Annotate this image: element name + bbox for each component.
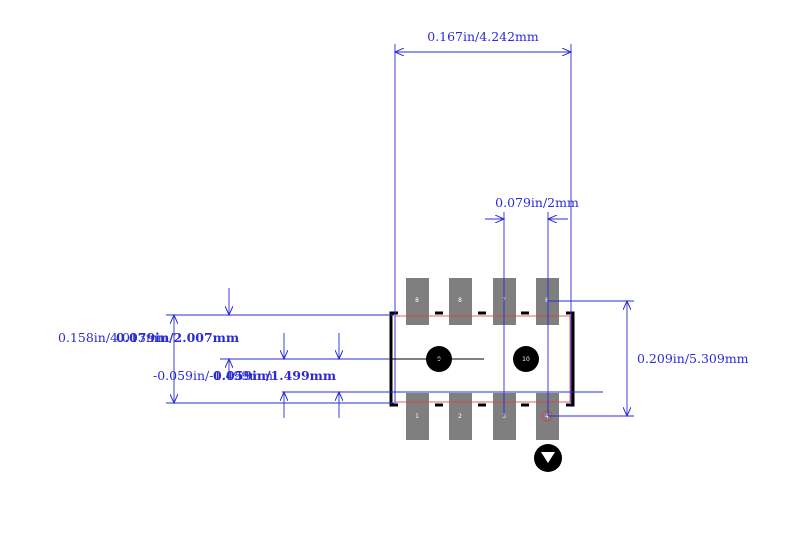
pad <box>536 278 559 325</box>
pin1-marker <box>534 410 562 472</box>
pads-top-row: 8 8 7 6 <box>406 278 559 325</box>
dimension-left-d: 0.059in/1.499mm <box>213 368 336 383</box>
pad-label: 3 <box>502 413 506 420</box>
pad-label: 1 <box>415 413 419 420</box>
pad <box>449 278 472 325</box>
dimension-left-c: -0.059in/-1.499mm <box>153 368 273 383</box>
pad-label: 8 <box>415 297 419 304</box>
pad <box>493 393 516 440</box>
dimension-total-height: 0.209in/5.309mm <box>637 351 749 366</box>
pad-label: 4 <box>545 413 549 420</box>
hole-label: 10 <box>522 356 530 363</box>
pad <box>449 393 472 440</box>
dimension-lines <box>166 44 634 418</box>
dimension-pitch: 0.079in/2mm <box>495 195 579 210</box>
pad <box>406 393 429 440</box>
hole-label: 9 <box>437 356 441 363</box>
pad <box>493 278 516 325</box>
pad <box>536 393 559 440</box>
pad <box>406 278 429 325</box>
pad-label: 8 <box>458 297 462 304</box>
dimension-total-width: 0.167in/4.242mm <box>427 29 539 44</box>
pad-label: 6 <box>545 297 549 304</box>
dimension-left-a: 0.158in/4.013mm <box>58 330 170 345</box>
pads-bottom-row: 1 2 3 4 <box>406 393 559 440</box>
hole <box>513 346 539 372</box>
pad-label: 2 <box>458 413 462 420</box>
dimension-left-b: 0.079in/2.007mm <box>116 330 239 345</box>
